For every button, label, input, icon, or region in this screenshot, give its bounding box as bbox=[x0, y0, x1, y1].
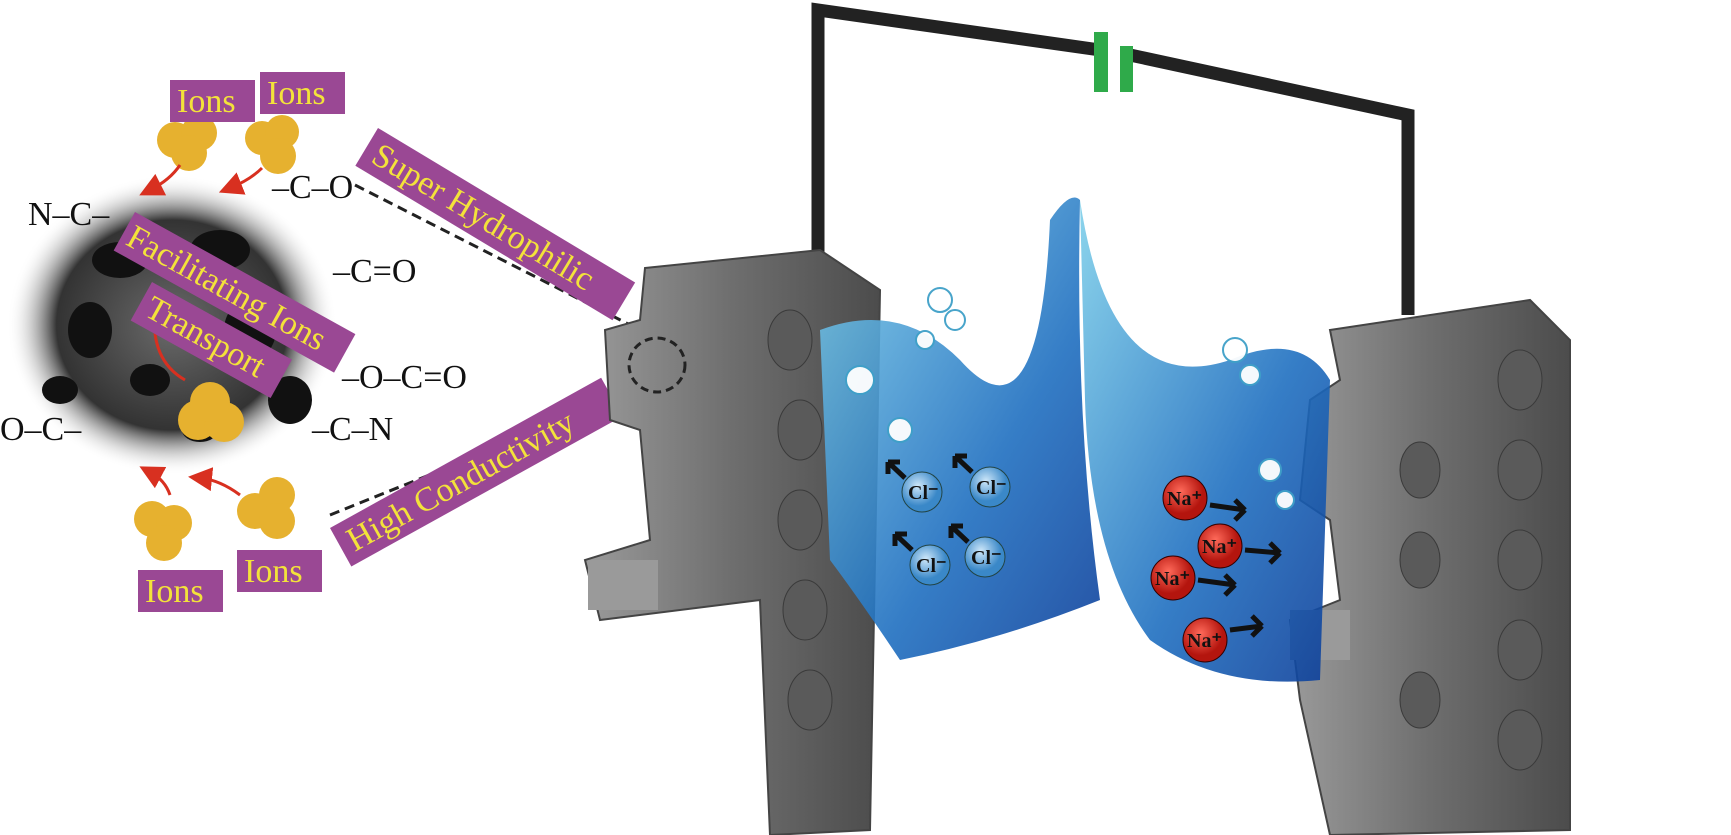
label-ions: Ions bbox=[267, 75, 326, 112]
group-nc: N–C– bbox=[28, 196, 110, 233]
battery-icon bbox=[1094, 32, 1108, 92]
group-oc: O–C– bbox=[0, 411, 82, 448]
circuit-wire bbox=[811, 2, 1415, 315]
label-ions: Ions bbox=[177, 83, 236, 120]
label-super-hydrophilic: Super Hydrophilic bbox=[355, 128, 636, 321]
anion-cl: Cl⁻ bbox=[909, 544, 951, 586]
anion-cl: Cl⁻ bbox=[969, 466, 1011, 508]
anions: Cl⁻ Cl⁻ Cl⁻ Cl⁻ bbox=[885, 453, 1011, 586]
group-cn: –C–N bbox=[311, 411, 393, 448]
anion-arrows bbox=[885, 453, 974, 552]
cations: Na⁺ Na⁺ Na⁺ Na⁺ bbox=[1150, 475, 1282, 663]
cation-na: Na⁺ bbox=[1197, 523, 1243, 569]
group-c-double-o: –C=O bbox=[332, 253, 416, 290]
anion-cl: Cl⁻ bbox=[901, 471, 943, 513]
svg-text:Cl⁻: Cl⁻ bbox=[916, 555, 947, 577]
group-co: –C–O bbox=[271, 169, 353, 206]
magnified-region-marker bbox=[627, 336, 687, 394]
right-electrode bbox=[1288, 298, 1571, 835]
svg-text:Na⁺: Na⁺ bbox=[1167, 488, 1202, 510]
cation-na: Na⁺ bbox=[1162, 475, 1208, 521]
functional-groups: N–C– –C–O –C=O –O–C=O O–C– –C–N bbox=[0, 169, 467, 448]
cation-na: Na⁺ bbox=[1182, 617, 1228, 663]
label-ions: Ions bbox=[244, 553, 303, 590]
ion-clusters bbox=[134, 115, 299, 561]
anion-cl: Cl⁻ bbox=[964, 536, 1006, 578]
svg-text:Na⁺: Na⁺ bbox=[1155, 568, 1190, 590]
group-oco: –O–C=O bbox=[341, 359, 467, 396]
water-waves bbox=[820, 197, 1330, 682]
label-ions: Ions bbox=[145, 573, 204, 610]
svg-text:Cl⁻: Cl⁻ bbox=[908, 482, 939, 504]
svg-text:Cl⁻: Cl⁻ bbox=[976, 477, 1007, 499]
svg-text:Cl⁻: Cl⁻ bbox=[971, 547, 1002, 569]
label-high-conductivity: High Conductivity bbox=[330, 377, 623, 567]
svg-text:Na⁺: Na⁺ bbox=[1202, 536, 1237, 558]
svg-text:Na⁺: Na⁺ bbox=[1187, 630, 1222, 652]
cation-arrows bbox=[1197, 498, 1282, 638]
left-electrode bbox=[583, 248, 882, 835]
ion-flow-arrows bbox=[139, 164, 264, 497]
cation-na: Na⁺ bbox=[1150, 555, 1196, 601]
ions-labels: Ions Ions Ions Ions bbox=[138, 72, 345, 612]
